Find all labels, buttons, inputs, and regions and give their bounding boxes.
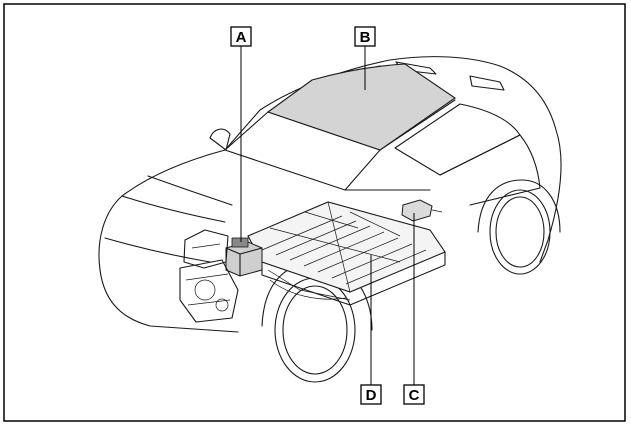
svg-text:C: C	[409, 387, 420, 404]
front-motor-unit	[179, 229, 239, 323]
glass-roof	[266, 63, 456, 151]
callout-label-b: B	[354, 26, 376, 47]
rear-control-unit	[401, 199, 443, 222]
callout-label-a: A	[230, 26, 252, 47]
svg-text:D: D	[366, 387, 377, 404]
auxiliary-battery	[225, 237, 263, 277]
callout-label-c: C	[403, 384, 425, 405]
callout-label-d: D	[360, 384, 382, 405]
svg-text:B: B	[360, 29, 371, 46]
svg-text:A: A	[236, 29, 247, 46]
